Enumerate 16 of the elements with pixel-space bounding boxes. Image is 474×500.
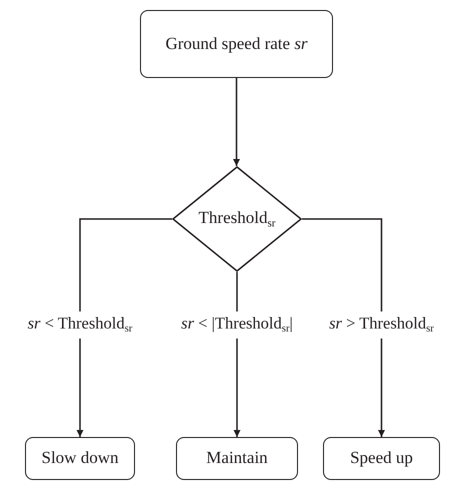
node-text: Threshold$_{sr}$ xyxy=(198,208,276,230)
arrow xyxy=(76,218,172,437)
process-box xyxy=(25,437,135,480)
arrow xyxy=(302,218,385,437)
edge-label: sr < |Threshold$_{sr}$| xyxy=(179,312,295,338)
edge-label: sr > Threshold$_{sr}$ xyxy=(327,312,436,338)
process-box xyxy=(140,10,333,78)
edge-label: sr < Threshold$_{sr}$ xyxy=(26,312,134,338)
process-box xyxy=(176,437,298,480)
process-box xyxy=(323,437,440,480)
arrow xyxy=(233,78,240,166)
node-text: Slow down xyxy=(42,449,118,468)
node-text: Maintain xyxy=(206,449,268,468)
node-text: Speed up xyxy=(350,449,413,468)
node-text: Ground speed rate sr xyxy=(165,34,308,54)
decision-diamond xyxy=(172,166,302,272)
